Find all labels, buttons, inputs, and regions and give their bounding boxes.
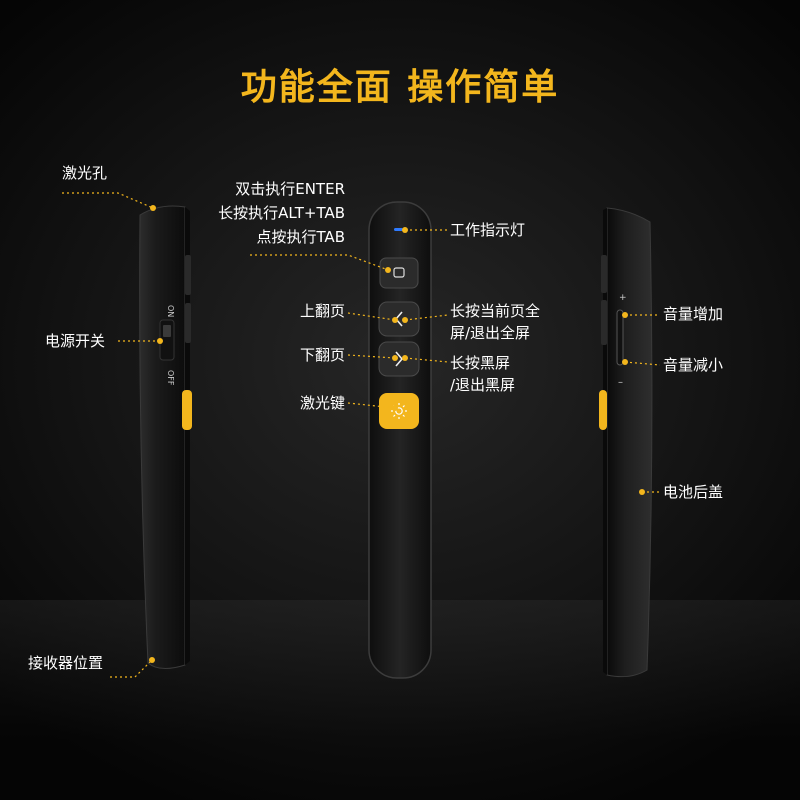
- label-power-switch: 电源开关: [45, 332, 106, 350]
- right-side-device: + –: [599, 207, 653, 678]
- page-up-button[interactable]: [378, 301, 420, 337]
- volume-rocker[interactable]: [616, 309, 624, 366]
- svg-text:–: –: [618, 377, 623, 388]
- center-front-device: [368, 201, 432, 679]
- label-work-indicator: 工作指示灯: [450, 221, 526, 239]
- label-page-up: 上翻页: [299, 302, 345, 320]
- left-side-device: ON OFF: [139, 205, 192, 669]
- switch-off-text: OFF: [166, 370, 175, 386]
- label-double-click: 双击执行ENTER: [235, 180, 345, 198]
- label-volume-up: 音量增加: [663, 305, 724, 323]
- label-page-down: 下翻页: [299, 346, 345, 364]
- page-down-button[interactable]: [378, 341, 420, 377]
- indicator-light: [394, 228, 403, 231]
- label-blackscreen-line1: 长按黑屏: [450, 354, 511, 372]
- label-laser-key: 激光键: [299, 394, 345, 412]
- page-title: 功能全面 操作简单: [240, 67, 560, 108]
- svg-text:+: +: [619, 293, 627, 303]
- label-click-tab: 点按执行TAB: [256, 228, 345, 246]
- label-receiver-position: 接收器位置: [28, 654, 104, 672]
- label-laser-hole: 激光孔: [62, 164, 108, 182]
- label-volume-down: 音量减小: [663, 356, 724, 374]
- chevron-right-icon: [395, 351, 404, 367]
- label-blackscreen-line2: /退出黑屏: [450, 376, 516, 394]
- label-fullscreen-line1: 长按当前页全: [450, 302, 541, 320]
- label-fullscreen-line2: 屏/退出全屏: [450, 324, 531, 342]
- label-long-press-alt-tab: 长按执行ALT+TAB: [218, 204, 345, 222]
- label-battery-cover: 电池后盖: [663, 483, 724, 501]
- switch-on-text: ON: [166, 305, 175, 317]
- tab-button[interactable]: [379, 257, 419, 289]
- window-icon: [393, 267, 405, 278]
